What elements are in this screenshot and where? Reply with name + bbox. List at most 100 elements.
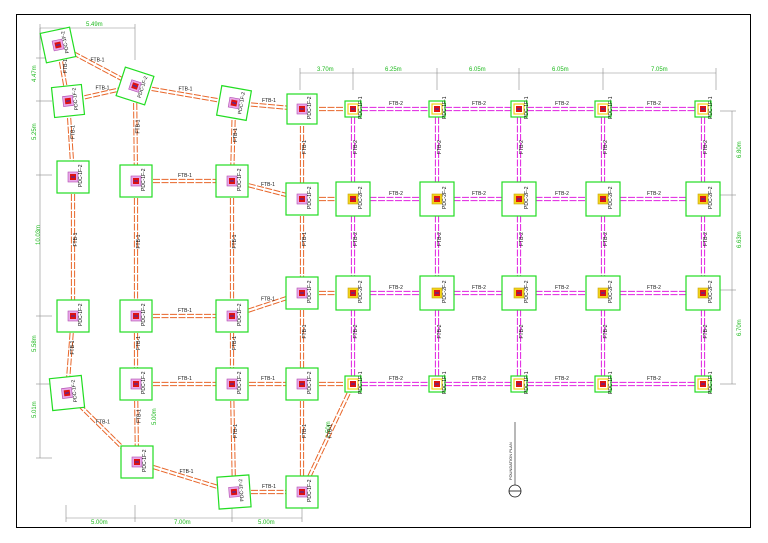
pad-label: PDC-1F-1 <box>442 96 448 119</box>
pad-label: PDC-1F-2 <box>71 379 79 402</box>
grade-beam <box>361 290 429 296</box>
beam-label: FTB-2 <box>353 140 359 154</box>
grade-beam <box>299 384 305 492</box>
pad-label: PDC-1F-2 <box>307 280 313 303</box>
pad-label: PDC-1F-1 <box>524 96 530 119</box>
dim-top: 6.25m <box>385 67 402 73</box>
dim-inner: 2.50m <box>326 421 332 438</box>
grade-beam <box>434 301 440 376</box>
grade-beam <box>611 290 695 296</box>
footing-pad: PDC-2F-2 <box>501 275 537 311</box>
beam-label: FTB-2 <box>389 191 403 197</box>
dim-right: 6.80m <box>737 141 743 158</box>
beam-label: FTB-1 <box>96 420 110 426</box>
pad-label: PDC-1F-1 <box>708 371 714 394</box>
footing-pad: PDC-2F-2 <box>685 181 721 217</box>
beam-label: FTB-2 <box>519 232 525 246</box>
dim-left: 4.47m <box>32 65 38 82</box>
footing-pad: PDC-2F-2 <box>419 275 455 311</box>
beam-label: FTB-2 <box>703 140 709 154</box>
beam-label: FTB-1 <box>232 336 238 350</box>
beam-label: FTB-1 <box>328 424 334 438</box>
beam-label: FTB-2 <box>437 232 443 246</box>
pad-label: PDC-1F-1 <box>442 371 448 394</box>
beam-label: FTB-1 <box>302 140 308 154</box>
footing-pad: PDC-1F-2 <box>119 367 153 401</box>
beam-label: FTB-2 <box>647 376 661 382</box>
grade-beam <box>229 383 237 493</box>
beam-label: FTB-2 <box>647 191 661 197</box>
beam-label: FTB-1 <box>302 324 308 338</box>
dim-right: 6.63m <box>737 231 743 248</box>
grade-beam <box>445 196 511 202</box>
grade-beam <box>700 207 706 285</box>
pad-label: PDC-1F-2 <box>237 168 243 191</box>
beam-label: FTB-1 <box>233 424 239 438</box>
beam-label: FTB-1 <box>302 232 308 246</box>
beam-label: FTB-2 <box>353 232 359 246</box>
beam-label: FTB-1 <box>232 234 238 248</box>
footing-pad: PDC-1F-1 <box>510 371 530 394</box>
beam-label: FTB-2 <box>555 101 569 107</box>
footing-pad: PDC-1F-2 <box>56 160 90 194</box>
pad-label: PDC-1F-2 <box>142 449 148 472</box>
beam-label: FTB-1 <box>262 98 276 104</box>
plan-title: FOUNDATION PLAN <box>508 442 513 480</box>
beam-label: FTB-1 <box>233 128 239 142</box>
pad-label: PDC-1F-2 <box>237 303 243 326</box>
footing-pad: PDC-2F-2 <box>685 275 721 311</box>
pad-label: PDC-2F-2 <box>708 280 714 303</box>
beam-label: FTB-1 <box>179 87 193 93</box>
grade-beam <box>434 117 440 191</box>
sheet-border <box>16 14 751 528</box>
footing-pad: PDC-1F-1 <box>344 96 364 119</box>
pad-label: PDC-2F-2 <box>524 186 530 209</box>
plan-title-marker: FOUNDATION PLAN <box>508 422 522 498</box>
grade-beam <box>527 290 595 296</box>
dim-left: 5.01m <box>32 401 38 418</box>
grade-beam <box>361 196 429 202</box>
pad-label: PDC-2F-2 <box>608 186 614 209</box>
grade-beam <box>516 301 522 376</box>
beam-label: FTB-1 <box>262 484 276 490</box>
grade-beam <box>611 106 695 112</box>
beam-label: FTB-2 <box>389 101 403 107</box>
beam-label: FTB-2 <box>647 285 661 291</box>
pad-label: PDC-1F-1 <box>608 96 614 119</box>
footing-pad: PDC-2F-2 <box>585 181 621 217</box>
pad-label: PDC-1F-1 <box>708 96 714 119</box>
footing-pad: PDC-1F-2 <box>50 83 86 119</box>
beam-label: FTB-1 <box>261 297 275 303</box>
footing-pad: PDC-1F-1 <box>510 96 530 119</box>
beam-label: FTB-2 <box>603 324 609 338</box>
pad-label: PDC-1F-2 <box>307 186 313 209</box>
grade-beam <box>600 117 606 191</box>
grade-beam <box>527 381 595 387</box>
dim-right: 6.70m <box>737 319 743 336</box>
dim-bottom: 7.00m <box>174 520 191 526</box>
footing-pad: PDC-2F-2 <box>585 275 621 311</box>
pad-label: PDC-2F-2 <box>608 280 614 303</box>
footing-pad: PDC-1F-2 <box>215 84 253 122</box>
grade-beam <box>133 181 139 316</box>
beam-label: FTB-2 <box>703 324 709 338</box>
pad-label: PDC-1F-2 <box>60 30 71 53</box>
footing-pad: PDC-1F-1 <box>344 371 364 394</box>
beam-label: FTB-2 <box>353 324 359 338</box>
beam-label: FTB-2 <box>647 101 661 107</box>
dim-top: 6.05m <box>552 67 569 73</box>
footing-pad: PDC-1F-1 <box>694 96 714 119</box>
footing-pad: PDC-1F-2 <box>216 474 252 510</box>
beam-label: FTB-1 <box>71 125 77 139</box>
grade-beam <box>600 207 606 285</box>
footing-pad: PDC-1F-2 <box>215 164 249 198</box>
pad-label: PDC-2F-2 <box>442 280 448 303</box>
grade-beam <box>700 301 706 376</box>
pad-label: PDC-1F-2 <box>307 479 313 502</box>
beam-label: FTB-2 <box>555 376 569 382</box>
footing-pad: PDC-1F-2 <box>120 445 154 479</box>
footing-pad: PDC-1F-2 <box>285 475 319 509</box>
